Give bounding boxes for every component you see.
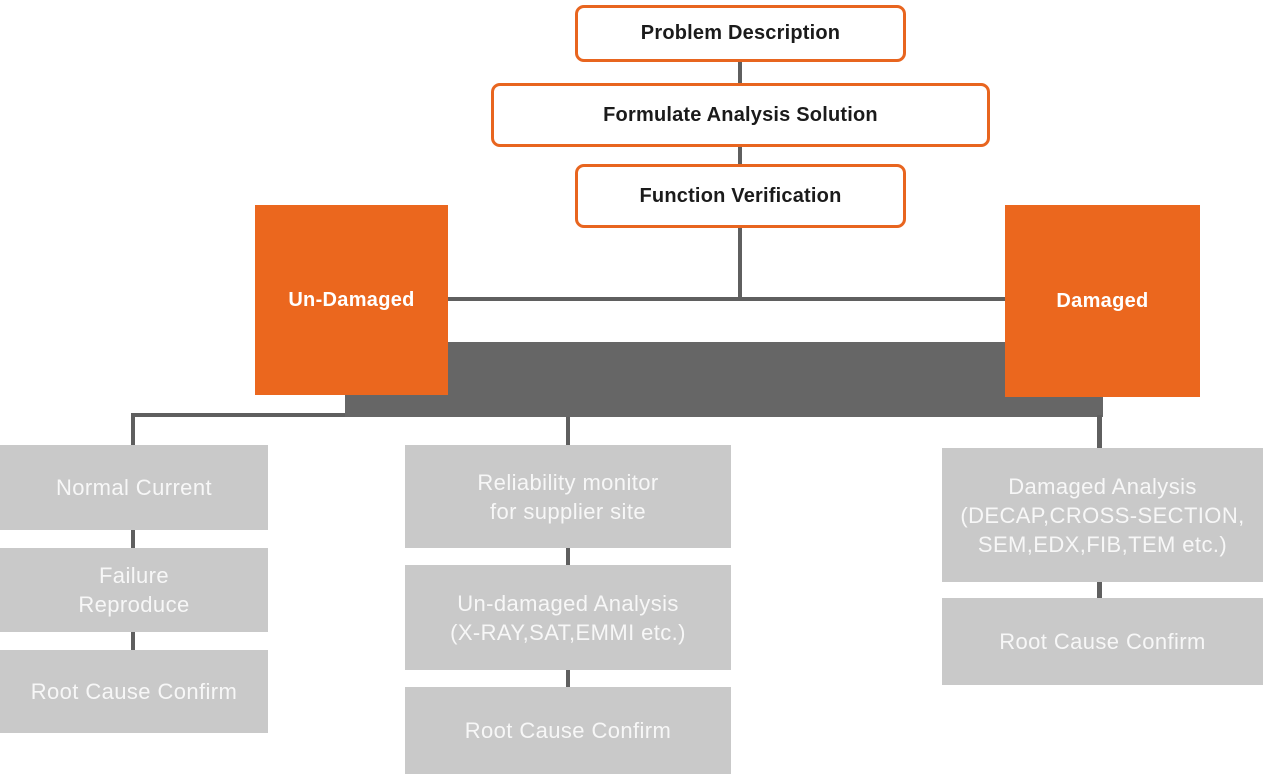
node-damaged: Damaged <box>1005 205 1200 397</box>
connector-middle-1-2 <box>566 548 570 565</box>
connector-right-1-2 <box>1097 582 1102 598</box>
connector-bar-to-right-column <box>1097 415 1102 448</box>
node-problem-description: Problem Description <box>575 5 906 62</box>
connector-formulate-to-function <box>738 147 742 164</box>
node-formulate-analysis-solution: Formulate Analysis Solution <box>491 83 990 147</box>
node-root-cause-confirm-middle: Root Cause Confirm <box>405 687 731 774</box>
connector-bar-to-left-column-h <box>131 413 345 417</box>
connector-left-2-3 <box>131 632 135 650</box>
bar-branch-junction <box>345 342 1103 417</box>
connector-bar-to-middle-column <box>566 417 570 445</box>
node-reliability-monitor: Reliability monitor for supplier site <box>405 445 731 548</box>
connector-middle-2-3 <box>566 670 570 687</box>
node-root-cause-confirm-right: Root Cause Confirm <box>942 598 1263 685</box>
node-root-cause-confirm-left: Root Cause Confirm <box>0 650 268 733</box>
connector-function-to-branch <box>738 228 742 299</box>
connector-problem-to-formulate <box>738 62 742 83</box>
connector-left-1-2 <box>131 530 135 548</box>
connector-branch-horizontal <box>448 297 1005 301</box>
node-failure-reproduce: Failure Reproduce <box>0 548 268 632</box>
node-un-damaged-analysis: Un-damaged Analysis (X-RAY,SAT,EMMI etc.… <box>405 565 731 670</box>
node-damaged-analysis: Damaged Analysis (DECAP,CROSS-SECTION, S… <box>942 448 1263 582</box>
node-function-verification: Function Verification <box>575 164 906 228</box>
node-normal-current: Normal Current <box>0 445 268 530</box>
node-un-damaged: Un-Damaged <box>255 205 448 395</box>
connector-bar-to-left-column-v <box>131 413 135 445</box>
